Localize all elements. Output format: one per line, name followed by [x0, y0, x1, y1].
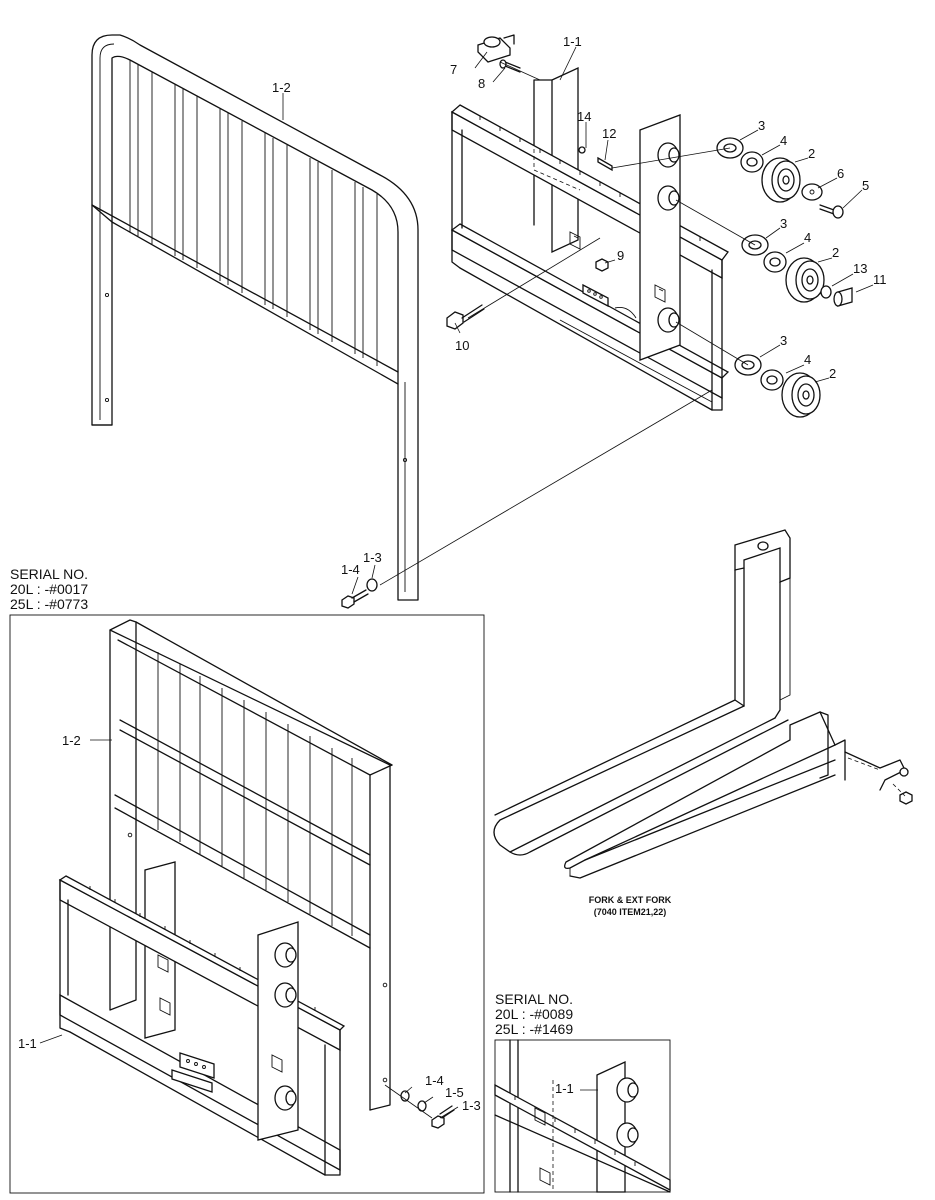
callout-2b: 2: [832, 245, 839, 260]
callout-9: 9: [617, 248, 624, 263]
load-backrest-top: [91, 34, 419, 601]
callout-3b: 3: [780, 216, 787, 231]
callout-3a: 3: [758, 118, 765, 133]
callout-7: 7: [450, 62, 457, 77]
fork-caption-line1: FORK & EXT FORK: [589, 895, 672, 905]
callout-1-1-top: 1-1: [563, 34, 582, 49]
callout-10: 10: [455, 338, 469, 353]
callout-11: 11: [873, 272, 887, 287]
callout-3c: 3: [780, 333, 787, 348]
callout-12: 12: [602, 126, 616, 141]
callout-1-2-top: 1-2: [272, 80, 291, 95]
callout-13: 13: [853, 261, 867, 276]
inset-box-serial-b: [494, 1039, 671, 1193]
serial-b-title: SERIAL NO.: [495, 991, 574, 1007]
callout-1-5-inset: 1-5: [445, 1085, 464, 1100]
callout-1-4-inset: 1-4: [425, 1073, 444, 1088]
hardware-top: [341, 34, 853, 609]
callout-6: 6: [837, 166, 844, 181]
callout-labels: 1-1 1-2 7 8 14 12 3 4 2 6 5 3 4 2 13 11 …: [18, 34, 887, 1113]
carriage-detail-inset-b: [494, 1039, 671, 1193]
explosion-lines-top: [379, 61, 756, 586]
inset-box-serial-a: [9, 614, 485, 1194]
callout-4c: 4: [804, 352, 811, 367]
serial-b-line1: 20L : -#0089: [495, 1006, 574, 1022]
callout-leaders: [39, 46, 874, 1119]
serial-a-line2: 25L : -#0773: [10, 596, 89, 612]
callout-1-1-inset-b: 1-1: [555, 1081, 574, 1096]
callout-4b: 4: [804, 230, 811, 245]
serial-a-line1: 20L : -#0017: [10, 581, 89, 597]
callout-1-1-inset: 1-1: [18, 1036, 37, 1051]
callout-8: 8: [478, 76, 485, 91]
callout-14: 14: [577, 109, 591, 124]
callout-4a: 4: [780, 133, 787, 148]
serial-a-title: SERIAL NO.: [10, 566, 89, 582]
serial-block-b: SERIAL NO. 20L : -#0089 25L : -#1469: [495, 992, 573, 1037]
callout-1-2-inset: 1-2: [62, 733, 81, 748]
serial-block-a: SERIAL NO. 20L : -#0017 25L : -#0773: [10, 567, 88, 612]
callout-1-3-top: 1-3: [363, 550, 382, 565]
callout-1-3-inset: 1-3: [462, 1098, 481, 1113]
fork-assembly: [493, 529, 913, 879]
callout-5: 5: [862, 178, 869, 193]
fork-caption-line2: (7040 ITEM21,22): [594, 907, 667, 917]
callout-1-4-top: 1-4: [341, 562, 360, 577]
callout-2c: 2: [829, 366, 836, 381]
carriage-top: [450, 66, 730, 411]
callout-2a: 2: [808, 146, 815, 161]
backrest-and-carriage-inset: [58, 619, 455, 1176]
serial-b-line2: 25L : -#1469: [495, 1021, 574, 1037]
